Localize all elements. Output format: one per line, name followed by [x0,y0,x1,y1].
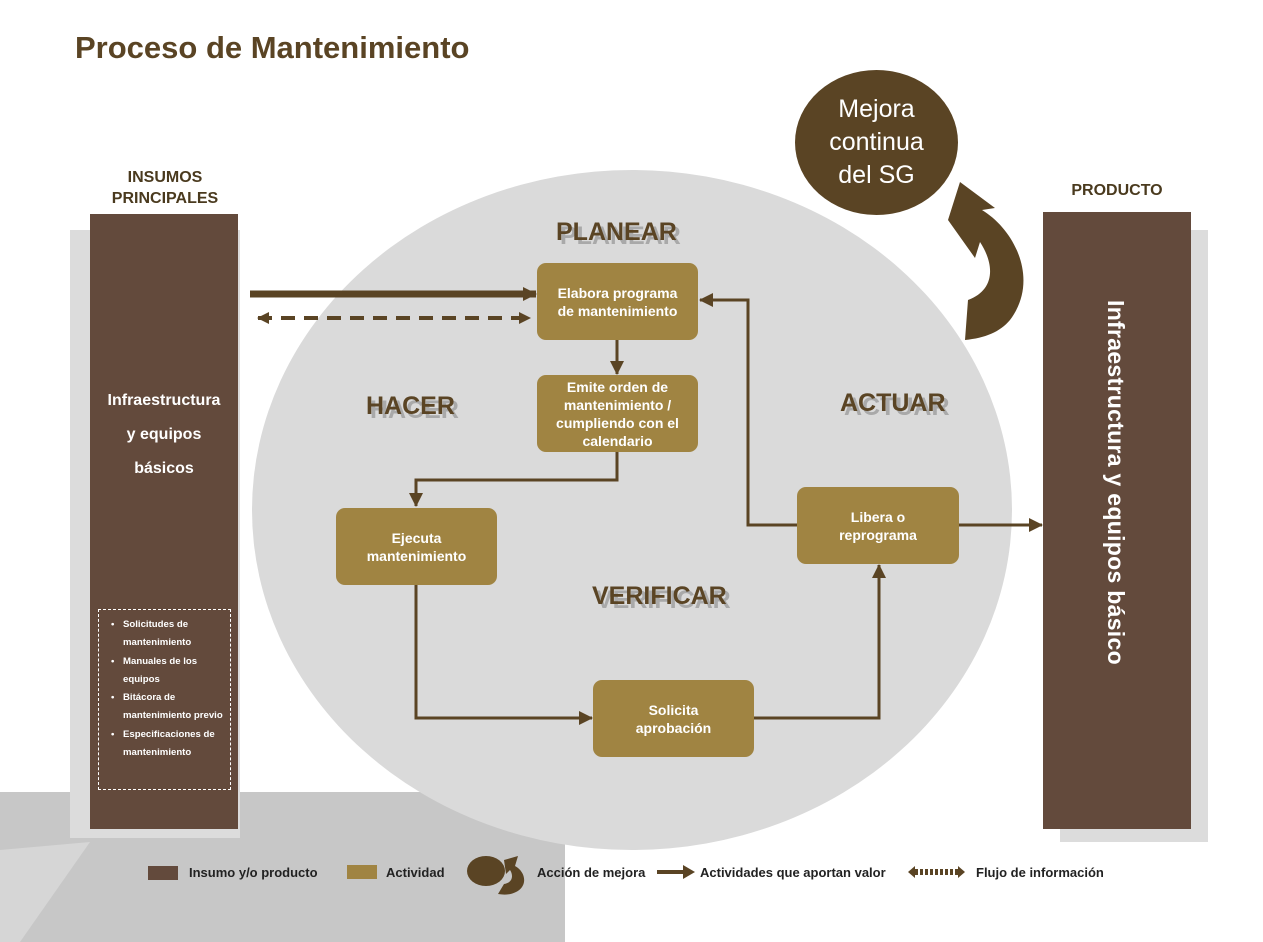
activity-ejecuta-mantenimiento: Ejecuta mantenimiento [336,508,497,585]
legend-accion-label: Acción de mejora [537,865,646,880]
cycle-ellipse [252,170,1012,850]
activity-solicita-aprobacion: Solicita aprobación [593,680,754,757]
activity-elabora-label: Elabora programa de mantenimiento [557,284,678,319]
legend-flujo-arrow-icon [908,866,965,878]
mejora-line1: Mejora [838,95,915,123]
inputs-list-item: Solicitudes de mantenimiento [111,616,224,653]
phase-verificar: VERIFICAR [592,582,727,610]
legend-insumo-label: Insumo y/o producto [189,865,318,880]
arrow-emite-to-ejecuta [409,452,619,507]
activity-solicita-label: Solicita aprobación [635,701,712,736]
inputs-heading: INSUMOS PRINCIPALES [90,167,240,209]
product-column [1043,212,1191,829]
product-heading: PRODUCTO [1071,182,1163,199]
inputs-heading-line2: PRINCIPALES [111,190,219,207]
activity-libera-label: Libera o reprograma [839,508,917,543]
arrow-libera-to-elabora [699,293,797,527]
inputs-main-line2: y equipos [126,426,202,443]
inputs-main-line3: básicos [134,460,194,477]
inputs-main-text: Infraestructura y equipos básicos [90,384,238,486]
arrow-ejecuta-to-solicita [414,585,593,725]
product-text: Infraestructura y equipos básico [1103,300,1129,665]
activity-emite-orden: Emite orden de mantenimiento / cumpliend… [537,375,698,452]
legend-flujo-label: Flujo de información [976,865,1104,880]
activity-libera-reprograma: Libera o reprograma [797,487,959,564]
activity-ejecuta-label: Ejecuta mantenimiento [366,529,467,564]
mejora-line3: del SG [838,161,915,189]
inputs-list-item: Manuales de los equipos [111,653,224,690]
arrow-solicita-to-libera [754,564,886,720]
bottom-left-shape-light [0,842,90,942]
mejora-line2: continua [829,128,924,156]
inputs-list-item: Especificaciones de mantenimiento [111,726,224,763]
inputs-list-box: Solicitudes de mantenimiento Manuales de… [98,609,231,790]
legend-valor-label: Actividades que aportan valor [700,865,886,880]
inputs-heading-line1: INSUMOS [127,169,203,186]
legend-insumo-swatch [148,866,178,880]
activity-elabora-programa: Elabora programa de mantenimiento [537,263,698,340]
mejora-continua-circle: Mejora continua del SG [795,70,958,215]
improvement-arrow-icon [948,182,1024,340]
inputs-list-item: Bitácora de mantenimiento previo [111,689,224,726]
activity-emite-label: Emite orden de mantenimiento / cumpliend… [556,378,679,449]
legend-actividad-label: Actividad [386,865,445,880]
phase-actuar: ACTUAR [840,389,946,417]
legend-actividad-swatch [347,865,377,879]
legend-valor-arrow-icon [657,865,695,879]
page-title: Proceso de Mantenimiento [75,30,470,65]
phase-planear: PLANEAR [556,218,677,246]
phase-hacer: HACER [366,392,455,420]
legend-accion-mejora-icon [467,856,525,895]
inputs-main-line1: Infraestructura [107,392,221,409]
